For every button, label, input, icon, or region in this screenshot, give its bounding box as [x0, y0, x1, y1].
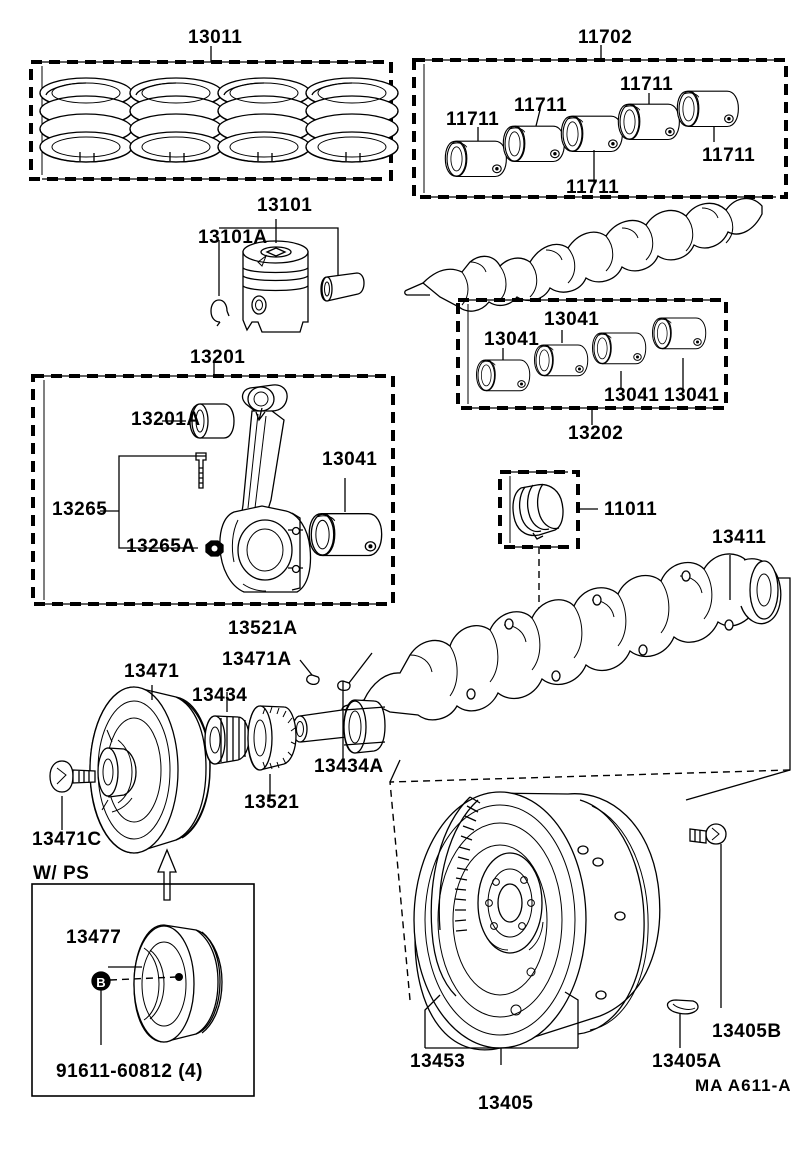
label-13521: 13521: [244, 792, 300, 813]
label-11711-2: 11711: [514, 95, 568, 116]
label-13405: 13405: [478, 1093, 534, 1114]
label-13265A: 13265A: [126, 536, 196, 557]
label-13521A: 13521A: [228, 618, 298, 639]
label-91611-60812: 91611-60812 (4): [56, 1061, 203, 1082]
label-13471A: 13471A: [222, 649, 292, 670]
label-13405A: 13405A: [652, 1051, 722, 1072]
label-13201A: 13201A: [131, 409, 201, 430]
label-13411: 13411: [712, 527, 767, 548]
label-13265: 13265: [52, 499, 108, 520]
svg-text:B: B: [96, 975, 105, 990]
label-13041-1: 13041: [484, 329, 540, 350]
label-13101: 13101: [257, 195, 313, 216]
label-13453: 13453: [410, 1051, 466, 1072]
label-13202: 13202: [568, 423, 624, 444]
label-13101A: 13101A: [198, 227, 268, 248]
label-13471C: 13471C: [32, 829, 102, 850]
label-13041-4: 13041: [664, 385, 720, 406]
label-w-ps: W/ PS: [33, 863, 90, 884]
label-11711-5: 11711: [702, 145, 756, 166]
label-13471: 13471: [124, 661, 180, 682]
label-11711-4: 11711: [620, 74, 674, 95]
label-13477: 13477: [66, 927, 122, 948]
label-11711-3: 11711: [566, 177, 620, 198]
label-13011: 13011: [188, 27, 243, 48]
label-13041-3: 13041: [604, 385, 660, 406]
label-11011: 11011: [604, 499, 658, 520]
label-11711-1: 11711: [446, 109, 500, 130]
label-13041-rod: 13041: [322, 449, 378, 470]
label-13201: 13201: [190, 347, 246, 368]
label-13434A: 13434A: [314, 756, 384, 777]
label-13041-2: 13041: [544, 309, 600, 330]
diagram-code: MA A611-A: [695, 1076, 792, 1095]
label-13405B: 13405B: [712, 1021, 782, 1042]
label-13434: 13434: [192, 685, 248, 706]
label-11702: 11702: [578, 27, 633, 48]
